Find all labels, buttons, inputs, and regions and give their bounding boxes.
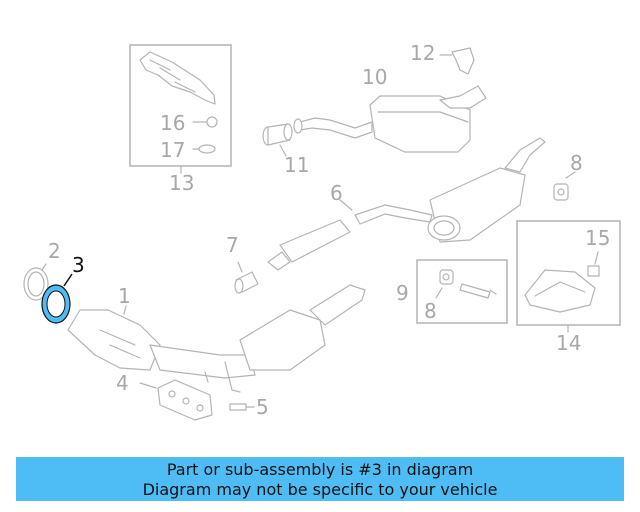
info-banner: Part or sub-assembly is #3 in diagram Di… [16,457,624,501]
callout-1: 1 [118,284,131,308]
nut-part-15 [587,265,600,277]
bolt-part-16 [206,116,218,128]
part-group-7 [234,261,259,294]
callout-15: 15 [585,226,610,250]
resonator-part-6 [279,219,351,263]
banner-line-disclaimer: Diagram may not be specific to your vehi… [142,480,498,499]
converter-part-1 [239,309,326,371]
bracket-part-9 [459,283,491,299]
callout-17: 17 [160,138,185,162]
part-group-1 [67,284,366,393]
part-group-14 [516,220,621,333]
part-box-9 [416,259,508,324]
callout-2: 2 [48,239,61,263]
callout-8: 8 [570,151,583,175]
part-group-8-right [553,171,576,201]
part-group-10-12 [293,47,487,153]
callout-14: 14 [556,331,581,355]
part-group-6 [267,137,546,271]
part-group-11 [262,123,293,157]
part-group-9 [416,259,508,324]
heat-shield-part-14 [524,269,596,313]
callout-4: 4 [116,371,129,395]
callout-7: 7 [226,233,239,257]
callout-8-box: 8 [424,299,437,323]
manifold-part-1 [67,309,161,371]
callout-5: 5 [256,395,269,419]
hanger-part-12 [451,47,475,75]
pipe-part-10 [299,117,373,139]
callout-12: 12 [410,41,435,65]
stud-part-5 [229,403,247,411]
banner-line-part: Part or sub-assembly is #3 in diagram [166,460,474,479]
callout-13: 13 [169,171,194,195]
callout-9: 9 [396,281,409,305]
callout-16: 16 [160,111,185,135]
muffler-part-10 [369,95,471,153]
callout-6: 6 [330,181,343,205]
callout-11: 11 [284,153,309,177]
callout-3: 3 [72,253,85,277]
callout-10: 10 [362,65,387,89]
part-group-13 [129,44,232,174]
part-group-4-5 [139,379,255,421]
washer-part-17 [198,144,216,154]
part-group-2 [23,263,49,301]
pipe-part-6 [354,204,433,225]
part-group-3 [41,273,73,324]
